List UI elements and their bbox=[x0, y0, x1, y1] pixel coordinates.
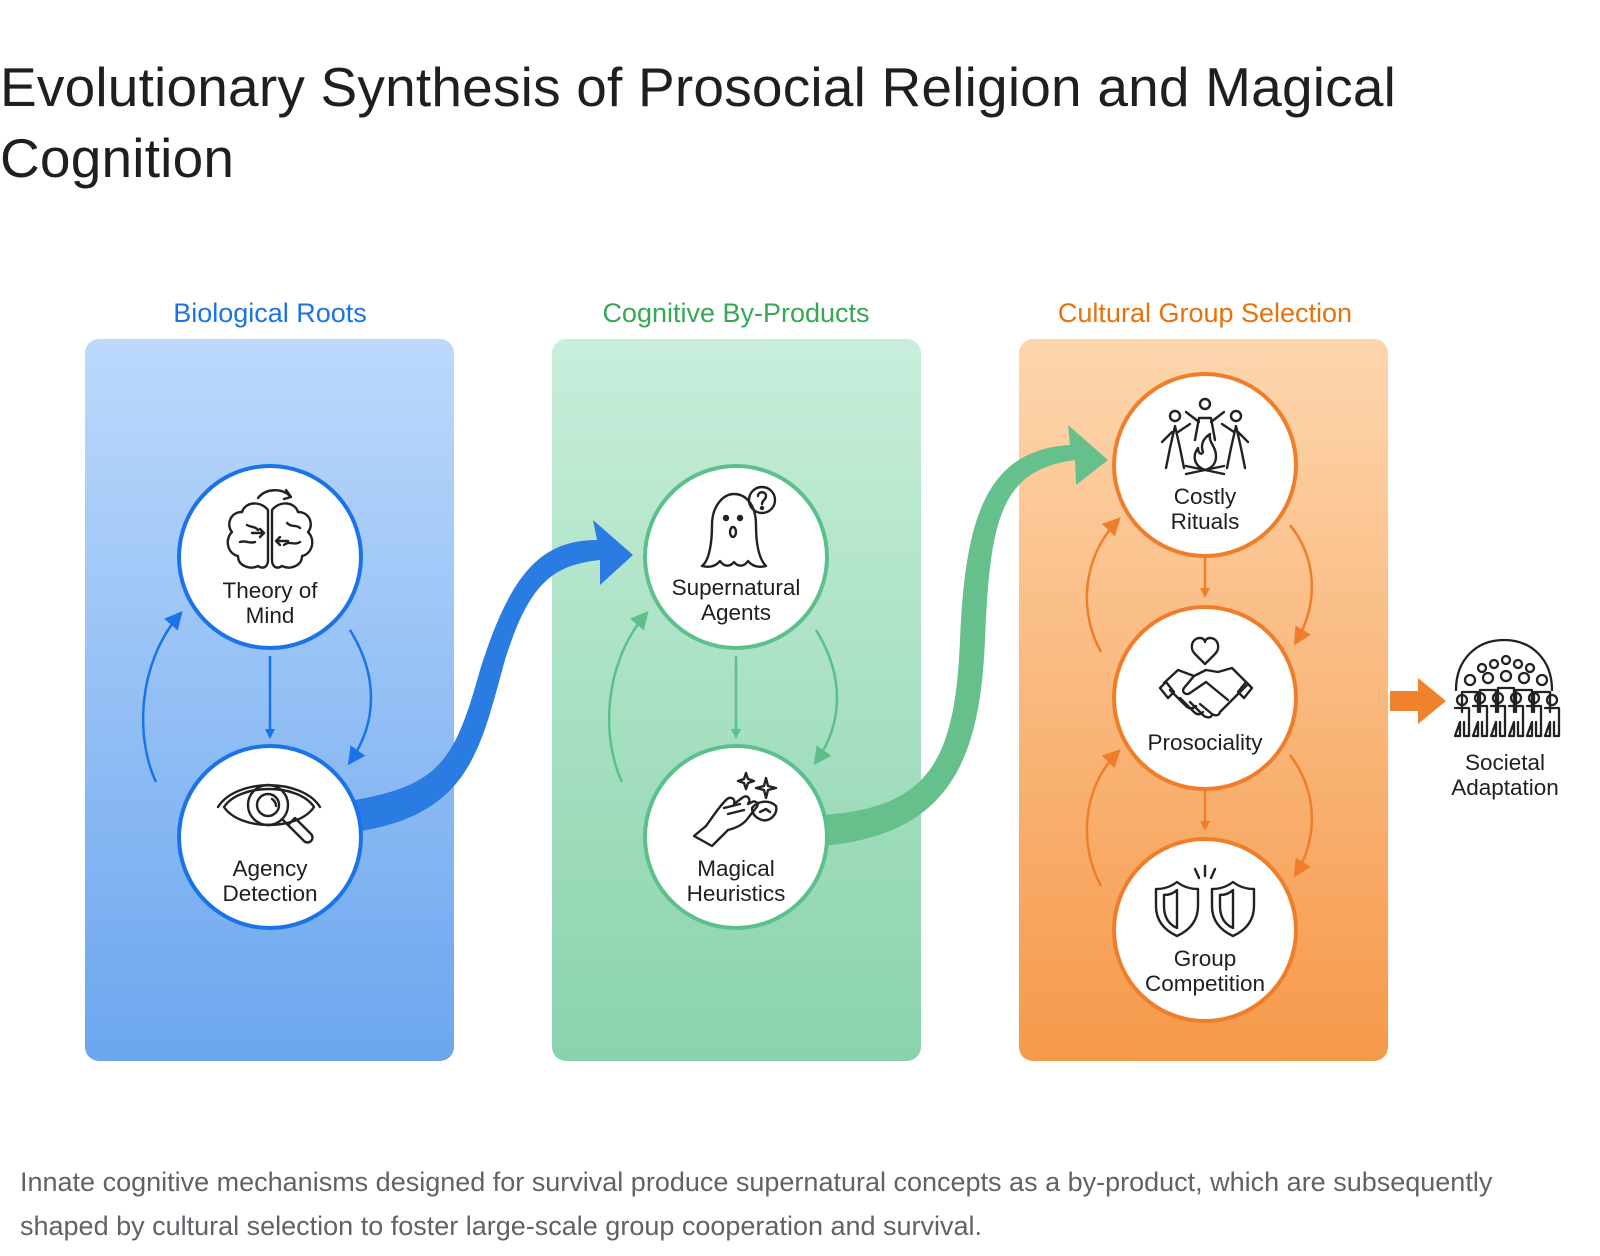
node-magical-heuristics: Magical Heuristics bbox=[643, 744, 829, 930]
figure-caption: Innate cognitive mechanisms designed for… bbox=[20, 1167, 1493, 1241]
outcome-label-line2: Adaptation bbox=[1451, 775, 1559, 800]
connector-green-arrow bbox=[822, 425, 1108, 846]
magic-hand-icon bbox=[692, 771, 778, 848]
node-label-line2: Rituals bbox=[1171, 509, 1240, 534]
arrow-loop-right-green bbox=[813, 629, 839, 766]
arrow-loop-left-orange-bottom bbox=[1085, 749, 1121, 887]
arrow-loop-right-orange-top bbox=[1289, 524, 1313, 646]
column-title-biological-roots: Biological Roots bbox=[173, 298, 367, 328]
node-label-line1: Supernatural bbox=[672, 575, 801, 600]
node-label-line1: Group bbox=[1174, 946, 1237, 971]
eye-magnifier-icon bbox=[216, 783, 322, 844]
node-label-line1: Costly bbox=[1174, 484, 1237, 509]
outcome-societal-adaptation: Societal Adaptation bbox=[1451, 638, 1561, 800]
column-title-cultural-group-selection: Cultural Group Selection bbox=[1058, 298, 1352, 328]
column-title-cognitive-by-products: Cognitive By-Products bbox=[602, 298, 869, 328]
connector-blue-arrow bbox=[355, 520, 633, 832]
arrow-loop-left-green bbox=[607, 610, 649, 783]
node-label-line1: Magical bbox=[697, 856, 775, 881]
node-label-line2: Competition bbox=[1145, 971, 1265, 996]
connector-orange-arrow bbox=[1390, 678, 1446, 724]
node-group-competition: Group Competition bbox=[1112, 837, 1298, 1023]
outcome-label-line1: Societal bbox=[1465, 750, 1545, 775]
ghost-icon bbox=[700, 485, 777, 568]
arrow-loop-right-blue bbox=[347, 629, 373, 766]
node-label-line1: Agency bbox=[232, 856, 308, 881]
node-supernatural-agents: Supernatural Agents bbox=[643, 464, 829, 650]
node-label-line1: Theory of bbox=[222, 578, 318, 603]
node-label-line2: Detection bbox=[222, 881, 317, 906]
arrow-loop-left-blue bbox=[141, 610, 183, 783]
node-costly-rituals: Costly Rituals bbox=[1112, 372, 1298, 558]
page-title: Evolutionary Synthesis of Prosocial Reli… bbox=[0, 56, 1397, 189]
node-prosociality: Prosociality bbox=[1112, 605, 1298, 791]
ritual-fire-icon bbox=[1160, 397, 1250, 476]
node-label-line2: Mind bbox=[246, 603, 295, 628]
handshake-heart-icon bbox=[1158, 636, 1254, 719]
node-label-line1: Prosociality bbox=[1147, 730, 1263, 755]
brain-icon bbox=[226, 488, 314, 569]
arrow-loop-left-orange-top bbox=[1085, 517, 1121, 653]
flow-diagram: Biological Roots Cognitive By-Products C… bbox=[85, 298, 1561, 1061]
node-agency-detection: Agency Detection bbox=[177, 744, 363, 930]
arrow-loop-right-orange-bottom bbox=[1289, 754, 1313, 878]
shields-icon bbox=[1154, 864, 1256, 938]
node-theory-of-mind: Theory of Mind bbox=[177, 464, 363, 650]
node-label-line2: Agents bbox=[701, 600, 771, 625]
node-label-line2: Heuristics bbox=[687, 881, 786, 906]
crowd-icon bbox=[1453, 638, 1561, 738]
